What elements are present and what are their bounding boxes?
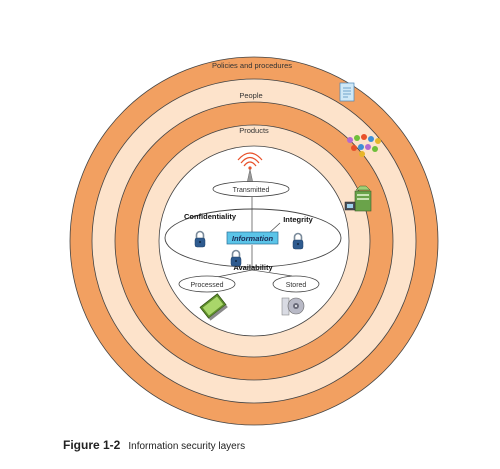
- stored-label: Stored: [286, 282, 307, 289]
- information-box: [226, 231, 279, 245]
- padlock-icon: [230, 249, 242, 267]
- processed-label: Processed: [190, 282, 223, 289]
- ring-label-policies: Policies and procedures: [212, 61, 292, 70]
- disc-icon: [281, 297, 305, 316]
- information-label: Information: [232, 234, 274, 243]
- transmitted-label: Transmitted: [233, 187, 270, 194]
- stored-pill: [272, 275, 320, 293]
- processed-pill: [178, 275, 236, 293]
- antenna-icon: [237, 152, 263, 184]
- confidentiality-label: Confidentiality: [184, 212, 237, 221]
- document-icon: [339, 82, 355, 102]
- integrity-label: Integrity: [283, 215, 313, 224]
- figure-title: Information security layers: [128, 441, 246, 452]
- computer-network-icon: [344, 185, 372, 212]
- availability-label: Availability: [233, 263, 273, 272]
- ring-label-people: People: [239, 91, 262, 100]
- connector-line: [251, 269, 293, 277]
- transmitted-pill: [212, 181, 290, 197]
- padlock-icon: [292, 232, 304, 250]
- cia-ellipse: [164, 208, 342, 268]
- ring-label-products: Products: [239, 126, 269, 135]
- figure-number: Figure 1-2: [63, 438, 121, 452]
- figure-caption: Figure 1-2 Information security layers: [63, 438, 245, 452]
- notebook-icon: [199, 293, 228, 321]
- people-group-icon: [347, 134, 381, 157]
- padlock-icon: [194, 230, 206, 248]
